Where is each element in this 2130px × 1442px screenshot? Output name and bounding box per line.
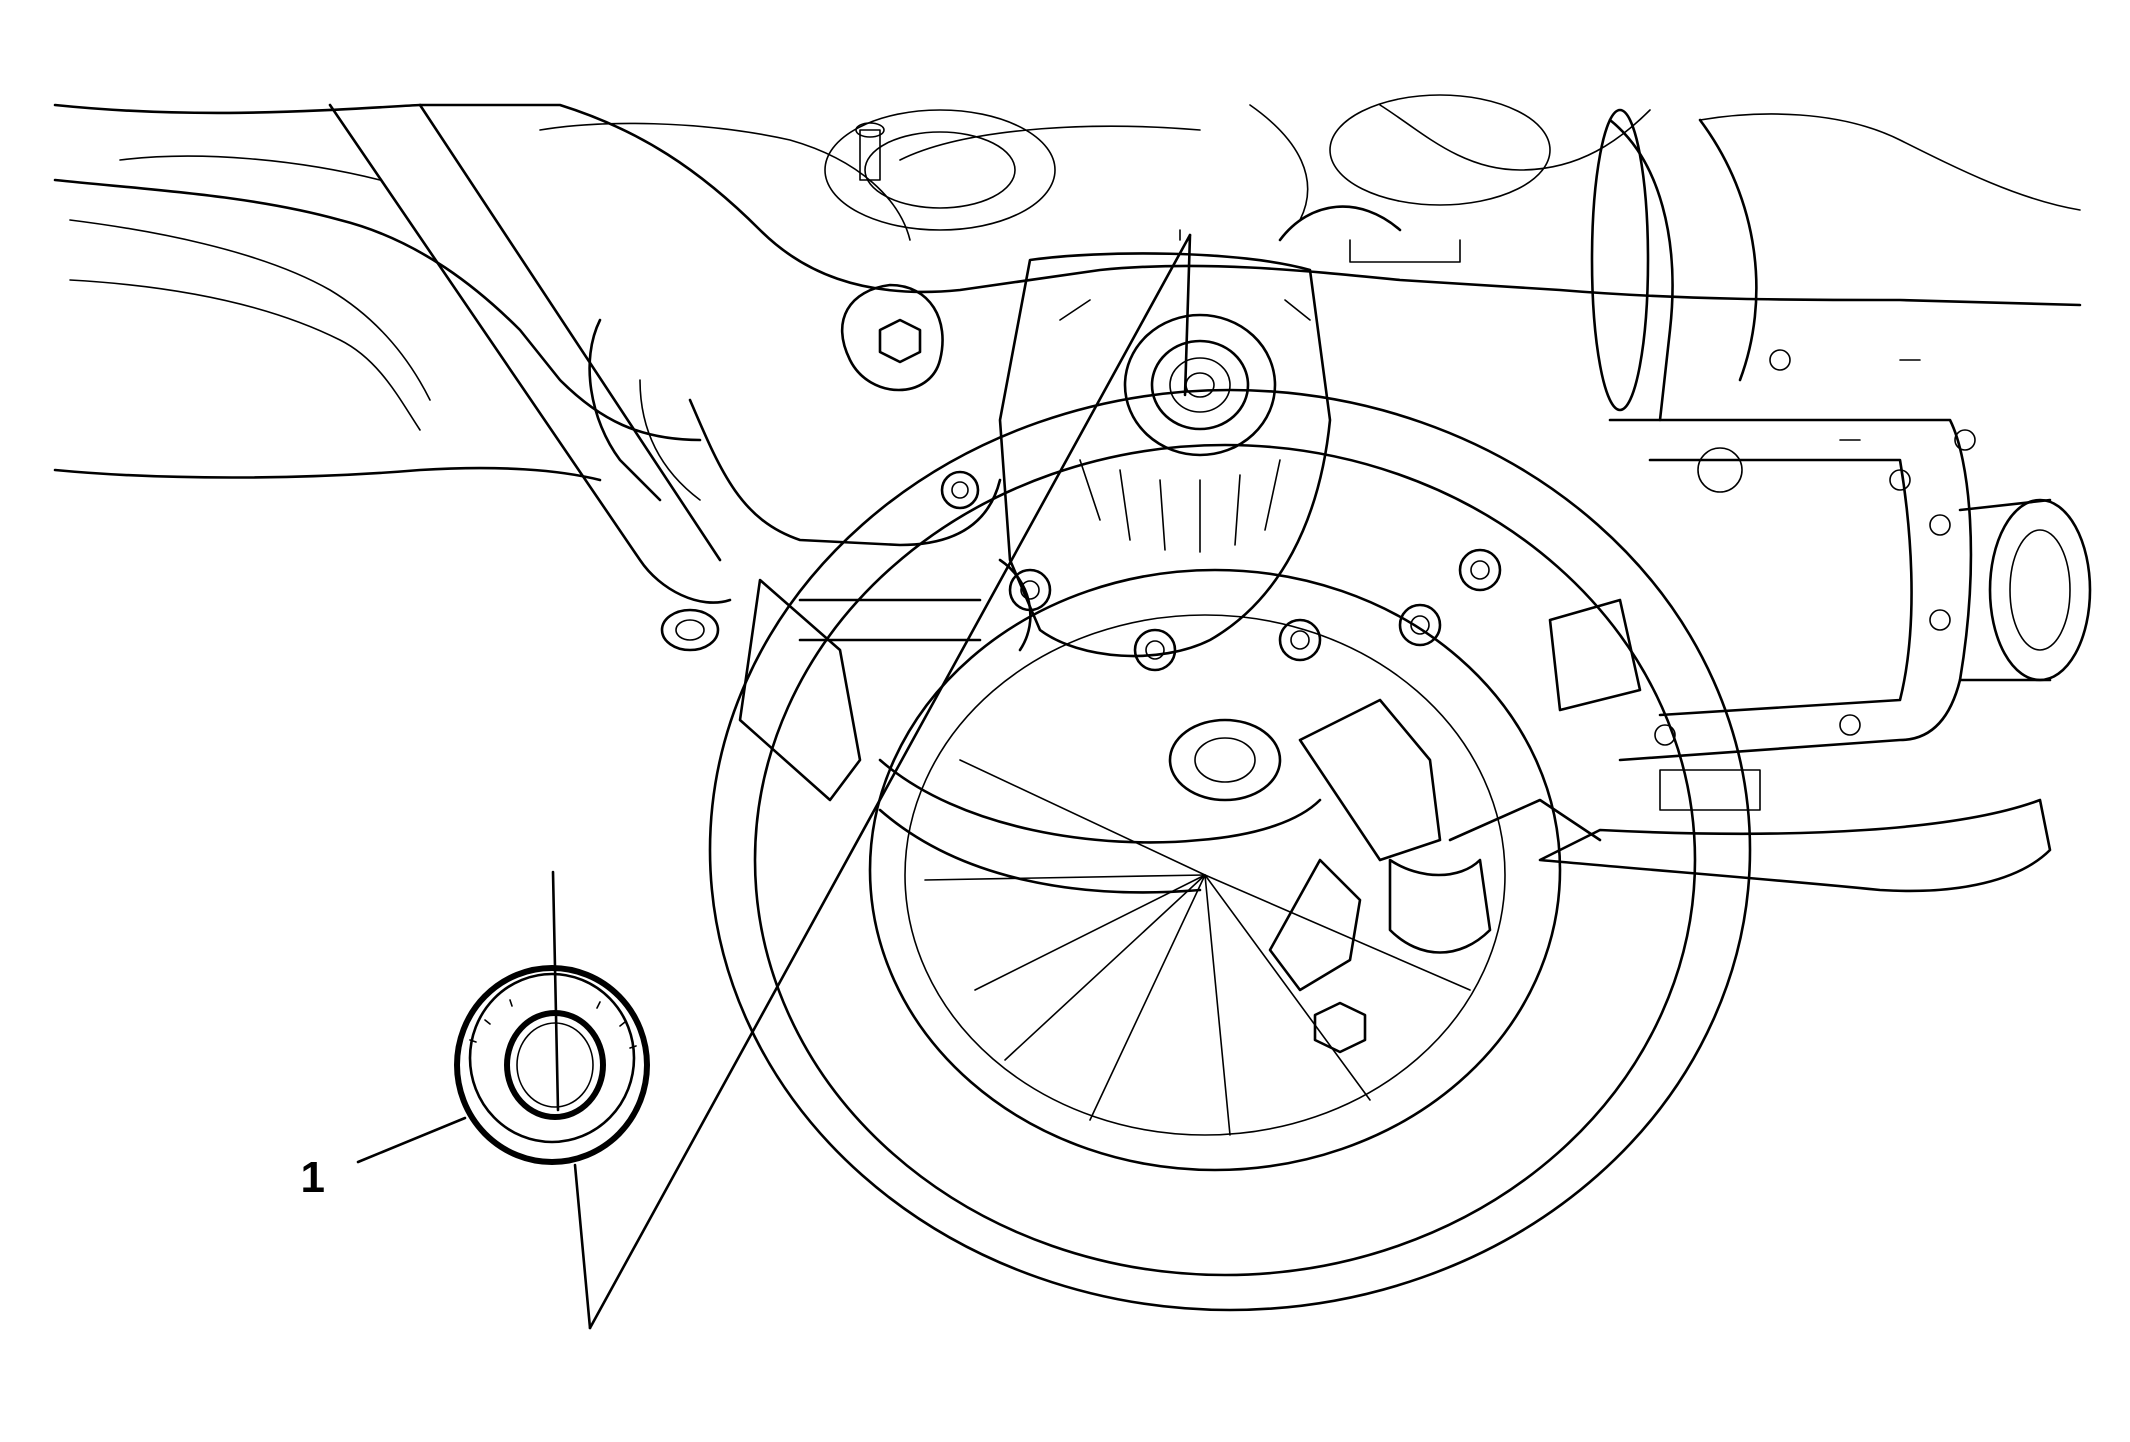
torx-bolt [1278, 618, 1322, 662]
seal-part [454, 965, 650, 1165]
differential-housing [940, 252, 1502, 672]
suspension-arm [328, 103, 732, 652]
crossmember [688, 283, 1642, 1054]
wheel-spokes [924, 759, 1471, 1136]
torx-bolt [940, 470, 980, 510]
axle-shaft [798, 558, 1032, 652]
vehicle-underbody [53, 94, 2082, 482]
hex-bolt [1654, 724, 1676, 746]
callout-label-1: 1 [301, 1153, 325, 1202]
hex-bolt [1929, 609, 1951, 631]
hex-bolt [1769, 349, 1791, 371]
torx-bolt [1398, 603, 1442, 647]
hex-bolt [1929, 514, 1951, 536]
torx-bolt [1458, 548, 1502, 592]
rear-drive-module [1538, 108, 2092, 893]
hex-bolt [1839, 714, 1861, 736]
wheel-tire [708, 388, 1752, 1312]
hex-bolt [1954, 429, 1976, 451]
torx-bolt [1133, 628, 1177, 672]
leader-lines [356, 229, 1192, 1330]
